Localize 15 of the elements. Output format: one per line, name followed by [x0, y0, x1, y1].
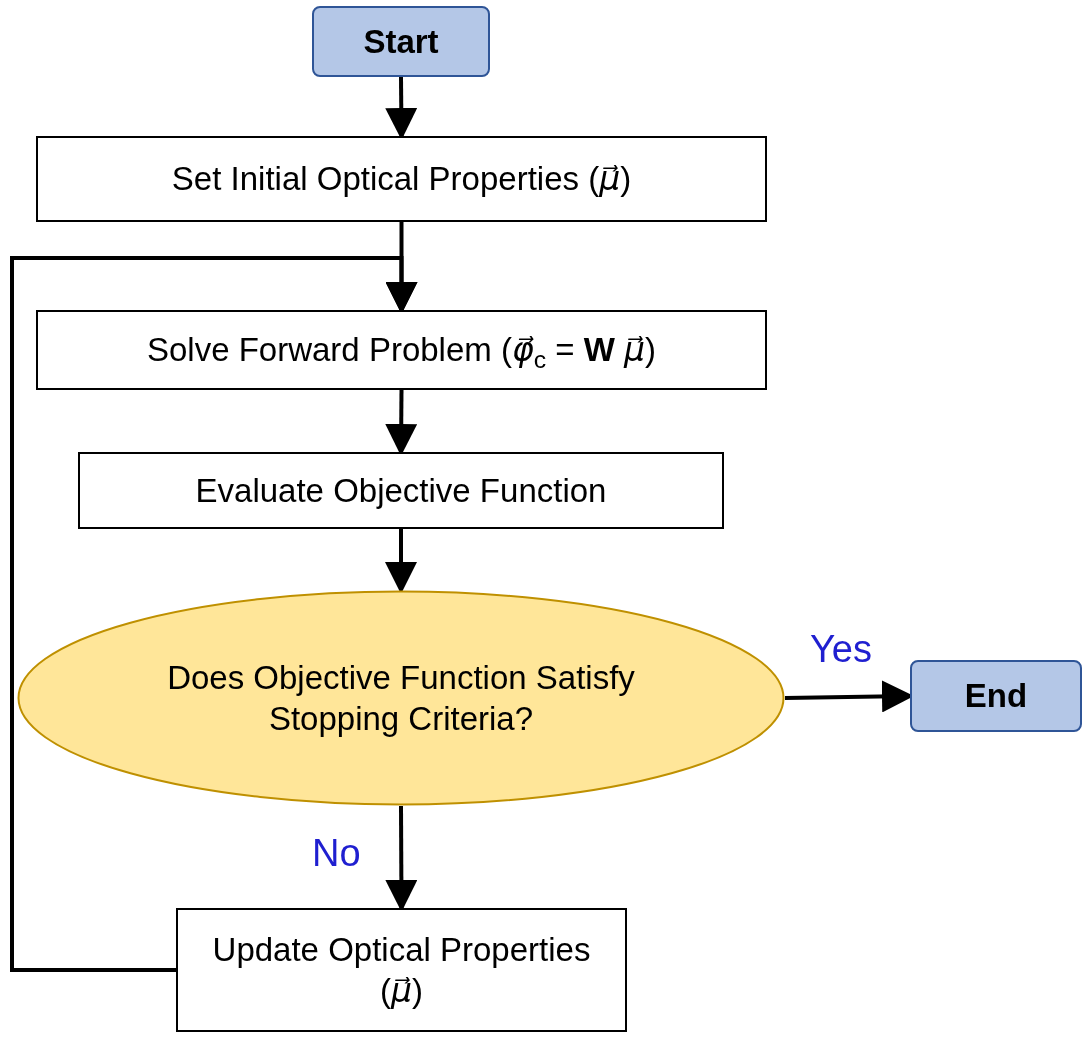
process-box: [36, 136, 767, 222]
node-text: Solve Forward Problem (φ⃗$_{c}$ = W μ⃗): [145, 330, 657, 371]
node-text: Update Optical Properties (μ⃗): [211, 929, 592, 1011]
node-text: Set Initial Optical Properties (μ⃗): [170, 159, 633, 200]
node-text: Does Objective Function Satisfy Stopping Criteria?: [166, 657, 636, 739]
node-text: Evaluate Objective Function: [194, 470, 608, 511]
decision-ellipse: [17, 590, 785, 806]
terminal-box: [910, 660, 1082, 732]
process-box: [78, 452, 724, 529]
node-text: End: [963, 676, 1029, 717]
terminal-box: [312, 6, 490, 77]
process-box: [176, 908, 627, 1032]
node-text: Start: [362, 21, 440, 62]
process-box: [36, 310, 767, 390]
arrow: [10, 256, 418, 972]
